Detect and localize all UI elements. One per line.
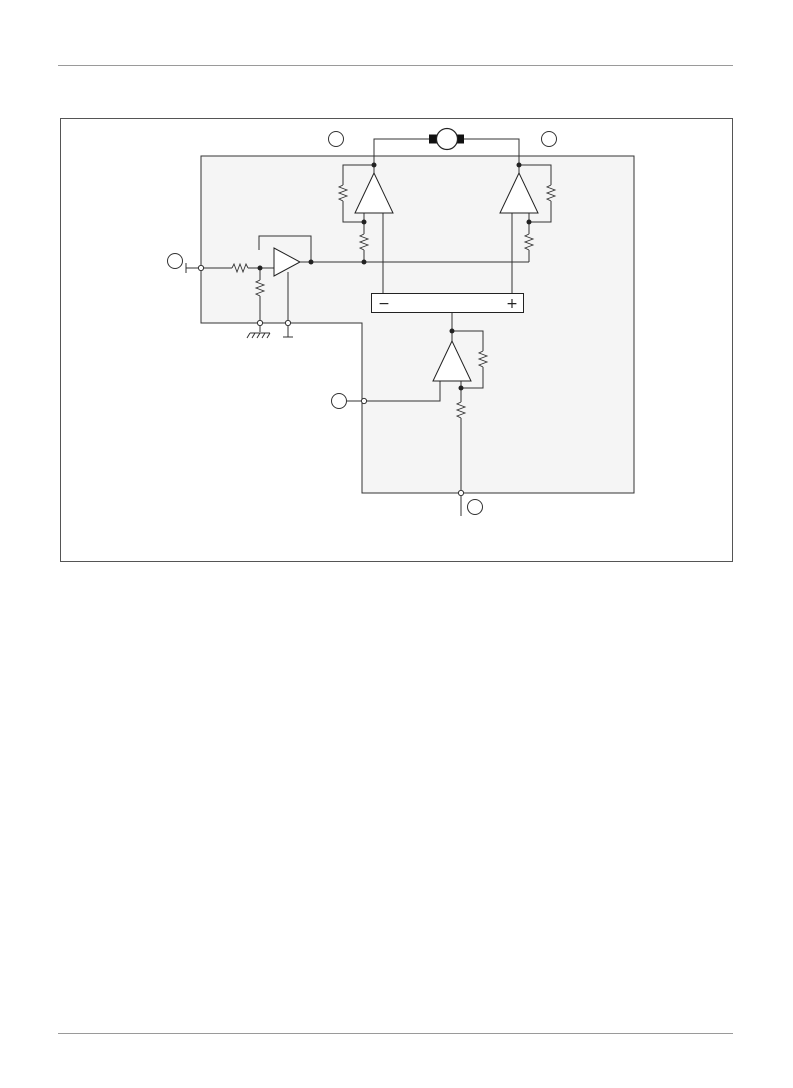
right-output-amp-section (499, 162, 557, 294)
input-buffer-amp (273, 247, 302, 277)
motor-section (328, 127, 557, 165)
pin-b-marker (328, 131, 344, 147)
right-gain-resistor (523, 233, 535, 251)
left-gain-resistor (358, 233, 370, 251)
lower-amp-section (331, 328, 489, 516)
pin-a-marker (167, 253, 183, 269)
dc-motor-icon (435, 127, 459, 151)
pin-e-marker (467, 499, 483, 515)
comparator-plus-symbol: + (506, 296, 518, 312)
input-divider-resistor (254, 279, 266, 297)
footer-rule (58, 1033, 733, 1034)
comparator-minus-symbol: − (378, 296, 390, 312)
left-output-amp (354, 171, 394, 214)
header-rule (58, 65, 733, 66)
left-feedback-resistor (337, 184, 349, 202)
lower-feedback-resistor (477, 350, 489, 368)
comparator-block: − + (371, 293, 524, 345)
pin-d-marker (331, 393, 347, 409)
input-resistor (231, 262, 249, 274)
right-output-amp (499, 171, 539, 214)
pin-c-marker (541, 131, 557, 147)
lower-amp (432, 339, 472, 382)
left-output-amp-section (337, 162, 394, 294)
lower-gain-resistor (455, 401, 467, 419)
ground-icon (246, 332, 271, 339)
input-stage (167, 156, 529, 339)
right-feedback-resistor (545, 184, 557, 202)
